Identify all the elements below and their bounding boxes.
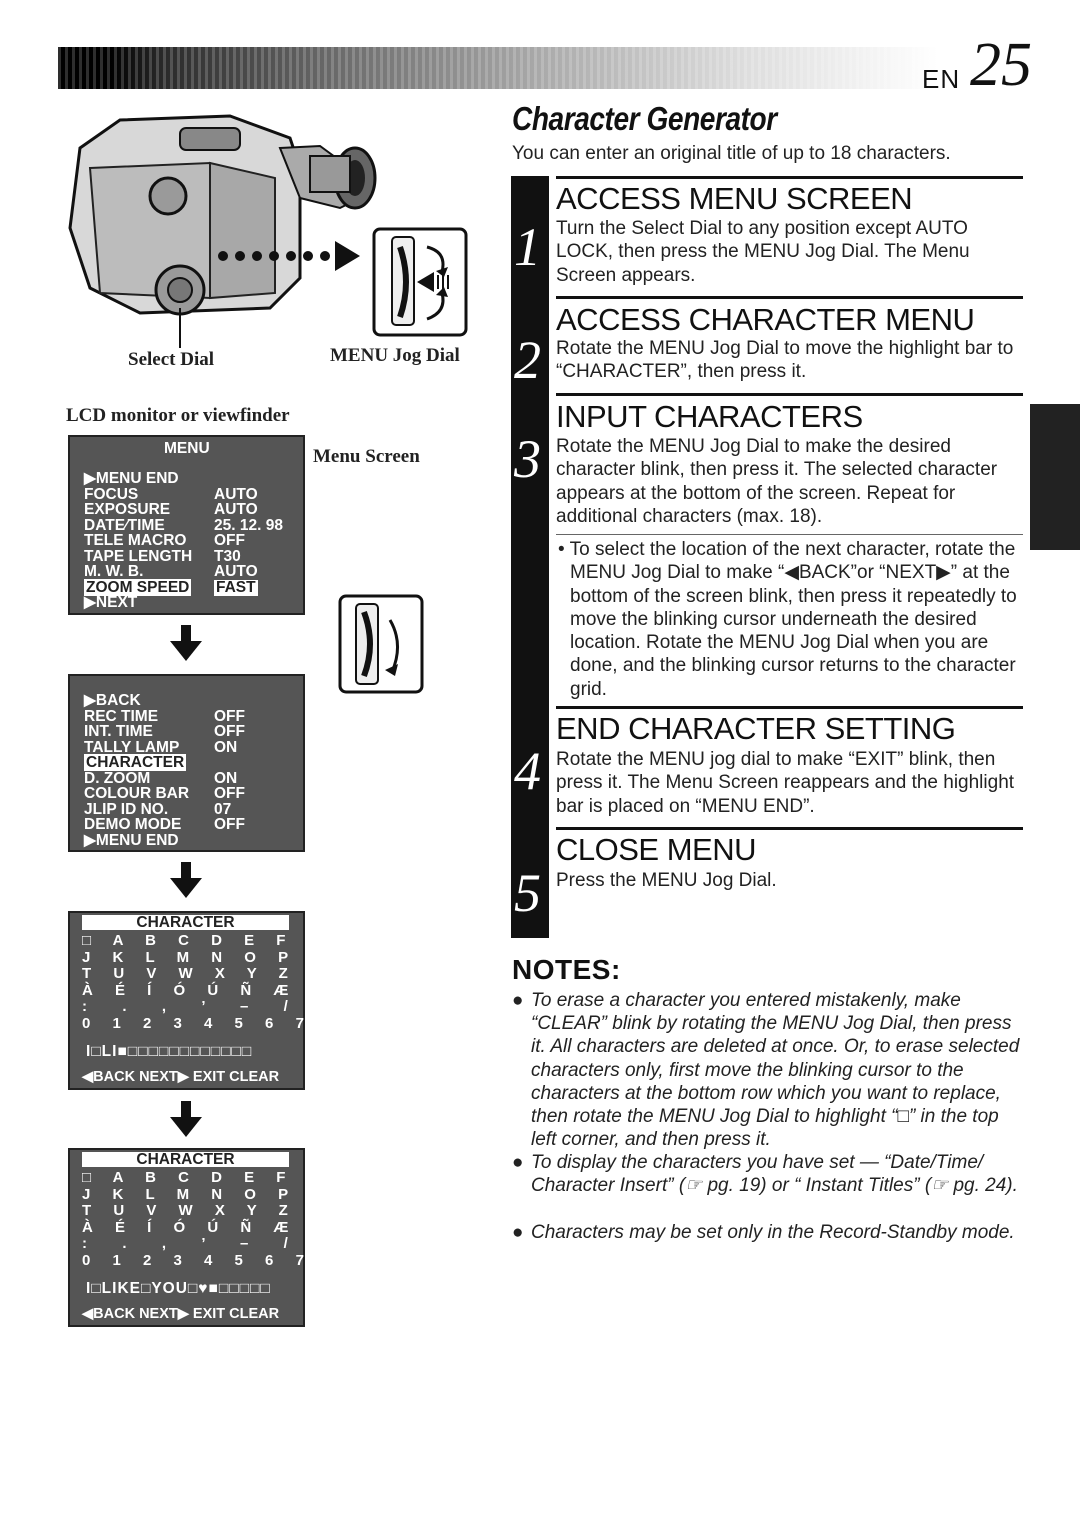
menu-row-highlighted: CHARACTER [84,754,187,771]
menu-row: JLIP ID NO.07 [84,801,232,818]
jog-dial-closeup-icon [372,227,468,337]
step-number-strip [511,176,549,938]
note-item: ●To display the characters you have set … [512,1152,1018,1197]
step-2-heading: ACCESS CHARACTER MENU [556,302,975,337]
step-2-number: 2 [514,330,541,390]
page-subtitle: You can enter an original title of up to… [512,143,951,164]
step-4-body: Rotate the MENU jog dial to make “EXIT” … [556,749,1015,817]
jog-dial-rotate-icon [338,594,424,694]
notes-title: NOTES: [512,954,621,985]
step-2-body: Rotate the MENU Jog Dial to move the hig… [556,338,1014,383]
menu-row: ▶MENU END [84,832,179,849]
down-arrow-icon [170,625,202,661]
page-title: Character Generator [512,100,777,137]
step-3-subdivider [556,534,1023,535]
section-tab-marker [1030,404,1080,550]
character-screen-title: CHARACTER [82,1152,289,1167]
step-divider [556,827,1023,830]
step-3-bullet-text: To select the location of the next chara… [569,539,1017,700]
menu-row: ▶NEXT [84,594,138,611]
step-1-body: Turn the Select Dial to any position exc… [556,218,970,286]
character-entry-row: I□LI■□□□□□□□□□□□□ [86,1043,253,1060]
step-5-heading: CLOSE MENU [556,832,756,867]
step-5-body: Press the MENU Jog Dial. [556,870,777,891]
step-4-number: 4 [514,741,541,801]
step-divider [556,296,1023,299]
step-1-heading: ACCESS MENU SCREEN [556,181,913,216]
step-divider [556,393,1023,396]
down-arrow-icon [170,862,202,898]
step-3-heading: INPUT CHARACTERS [556,399,863,434]
language-label: EN [922,64,961,94]
note-item: ●Characters may be set only in the Recor… [512,1222,1015,1243]
step-1-number: 1 [514,217,541,277]
menu-row: ▶BACK [84,692,141,709]
step-3-number: 3 [514,429,541,489]
step-3-bullet: • To select the location of the next cha… [558,539,1017,700]
menu-row: M. W. B.AUTO [84,563,258,580]
step-divider [556,706,1023,709]
step-5-number: 5 [514,863,541,923]
step-divider [556,176,1023,179]
header-gradient-bar [58,47,938,89]
menu-screen-label: Menu Screen [313,446,420,467]
note-item: ●To erase a character you entered mistak… [512,990,1020,1151]
camcorder-illustration [68,114,377,348]
select-dial-label: Select Dial [128,349,215,370]
menu-jog-dial-label: MENU Jog Dial [330,345,460,366]
character-footer: ◀BACK NEXT▶ EXIT CLEAR [82,1306,280,1322]
menu-screen-title: MENU [164,440,210,457]
character-screen-title: CHARACTER [82,915,289,930]
menu-row: ▶MENU END [84,470,179,487]
page-number: 25 [970,31,1032,99]
lcd-monitor-label: LCD monitor or viewfinder [66,405,290,426]
step-3-body: Rotate the MENU Jog Dial to make the des… [556,436,998,527]
step-4-heading: END CHARACTER SETTING [556,711,956,746]
character-entry-row: I□LIKE□YOU□♥■□□□□□ [86,1280,271,1297]
down-arrow-icon [170,1101,202,1137]
character-footer: ◀BACK NEXT▶ EXIT CLEAR [82,1069,280,1085]
